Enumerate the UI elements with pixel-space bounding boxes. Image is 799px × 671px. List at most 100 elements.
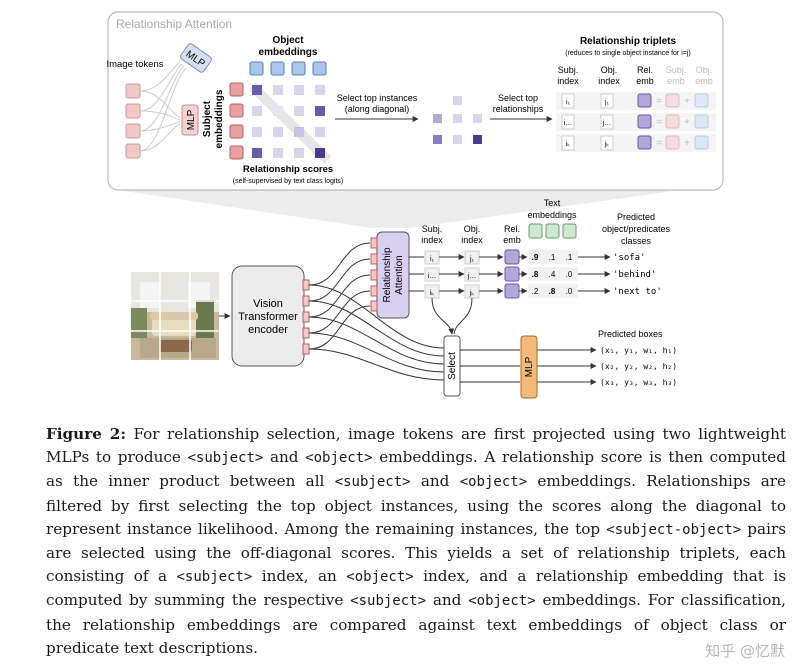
attention-token	[370, 285, 378, 297]
score-cell	[252, 127, 262, 137]
attention-input-tokens	[370, 237, 378, 312]
score-cell	[315, 127, 325, 137]
caption-text: and	[426, 591, 469, 610]
text-embedding	[562, 223, 577, 239]
attention-label-2: Attention	[394, 255, 405, 294]
svg-text:.9: .9	[532, 253, 539, 262]
svg-text:.2: .2	[532, 287, 539, 296]
image-token	[125, 103, 141, 119]
diagonal-highlight	[248, 82, 332, 164]
attention-label-1: Relationship	[382, 247, 393, 302]
text-embedding	[528, 223, 543, 239]
caption-text: and	[263, 448, 306, 467]
svg-text:.0: .0	[566, 270, 573, 279]
caption-text: For relationship selection, image tokens…	[46, 425, 786, 467]
col-subj-2: index	[557, 76, 579, 86]
caption-code: <subject>	[350, 593, 427, 610]
output-token	[302, 327, 310, 339]
subject-embedding	[229, 82, 244, 97]
caption-code: <object>	[459, 474, 528, 491]
svg-text:+: +	[684, 96, 690, 107]
score-cell	[294, 85, 304, 95]
svg-text:MLP: MLP	[186, 109, 197, 130]
svg-text:'sofa': 'sofa'	[613, 253, 646, 263]
score-cell	[294, 148, 304, 158]
svg-text:i₁: i₁	[566, 99, 571, 106]
svg-text:+: +	[684, 117, 690, 128]
relationship-scores-label: Relationship scores	[243, 164, 333, 175]
predicted-box: (x₂, y₂, w₂, h₂)	[600, 362, 677, 371]
select-relationships-label-2: relationships	[493, 104, 544, 114]
zoom-funnel	[118, 190, 680, 228]
predicted-box: (x₃, y₃, w₃, h₃)	[600, 378, 677, 387]
score-cell	[433, 135, 442, 144]
score-cell	[453, 135, 462, 144]
subject-embeddings-label-2: embeddings	[214, 89, 225, 148]
prediction-rows: i₁ j₁ .9 .1 .1 'sofa' i… j… .8	[409, 249, 662, 299]
caption-text: embeddings. For classification, the rela…	[46, 591, 787, 657]
score-cell	[273, 127, 283, 137]
object-embedding	[270, 61, 285, 76]
triplets-title: Relationship triplets	[580, 36, 677, 47]
score-cell	[315, 148, 325, 158]
figure-caption: Figure 2: For relationship selection, im…	[46, 423, 786, 660]
main-col-obj-1: Obj.	[464, 224, 481, 234]
score-cell	[252, 148, 262, 158]
main-col-rel-2: emb	[503, 235, 521, 245]
object-embedding	[249, 61, 264, 76]
svg-text:=: =	[656, 138, 662, 149]
image-token	[125, 143, 141, 159]
svg-text:j…: j…	[602, 120, 612, 127]
score-cell	[453, 96, 462, 105]
col-obj-2: index	[598, 76, 620, 86]
output-token	[302, 311, 310, 323]
svg-text:iₖ: iₖ	[566, 141, 571, 148]
svg-text:'behind': 'behind'	[613, 270, 656, 280]
col-obj-emb-1: Obj.	[696, 65, 713, 75]
object-embedding	[312, 61, 327, 76]
main-col-obj-2: index	[461, 235, 483, 245]
svg-text:'next to': 'next to'	[613, 287, 662, 297]
caption-code: <object>	[468, 593, 536, 610]
encoder-label-3: encoder	[248, 324, 288, 336]
svg-text:i…: i…	[428, 273, 437, 280]
svg-text:j₁: j₁	[604, 99, 610, 106]
encoder-label-1: Vision	[253, 298, 283, 310]
col-obj-1: Obj.	[601, 65, 618, 75]
object-embeddings-label-1: Object	[272, 35, 304, 46]
svg-text:.8: .8	[549, 287, 556, 296]
triplets-note: (reduces to single object instance for i…	[565, 50, 690, 57]
score-cell	[273, 85, 283, 95]
prediction-row: iₖ jₖ .2 .8 .0 'next to'	[409, 283, 662, 299]
triplet-rows: i₁ j₁ = + i… j… = + iₖ jₖ	[556, 92, 716, 152]
output-token	[302, 279, 310, 291]
prediction-row: i₁ j₁ .9 .1 .1 'sofa'	[409, 249, 646, 265]
main-col-rel-1: Rel.	[504, 224, 520, 234]
relationship-scores-note: (self-supervised by text class logits)	[233, 178, 343, 185]
caption-code: <subject-object>	[606, 521, 742, 538]
select-instances-label-1: Select top instances	[337, 93, 418, 103]
encoder-to-select-lines	[308, 284, 445, 381]
text-embedding	[545, 223, 560, 239]
predicted-classes-label-3: classes	[621, 236, 652, 246]
col-rel-2: emb	[636, 76, 654, 86]
col-subj-emb-2: emb	[667, 76, 685, 86]
attention-token	[370, 269, 378, 281]
relationship-score-matrix	[252, 85, 325, 158]
predicted-box: (x₁, y₁, w₁, h₁)	[600, 346, 677, 355]
score-cell	[273, 106, 283, 116]
caption-text: and	[410, 472, 460, 491]
output-token	[302, 343, 310, 355]
figure-diagram: Relationship Attention Image tokens MLP …	[106, 11, 724, 399]
col-subj-emb-1: Subj.	[666, 65, 687, 75]
main-col-subj-2: index	[421, 235, 443, 245]
image-token	[125, 83, 141, 99]
caption-code: <subject>	[334, 474, 411, 491]
filtered-score-matrix	[433, 96, 482, 144]
svg-text:jₖ: jₖ	[469, 290, 475, 297]
svg-text:.4: .4	[549, 270, 556, 279]
text-embeddings-label-1: Text	[544, 198, 561, 208]
svg-text:jₖ: jₖ	[604, 141, 610, 148]
token-connectors	[139, 61, 187, 152]
encoder-label-2: Transformer	[238, 311, 298, 323]
